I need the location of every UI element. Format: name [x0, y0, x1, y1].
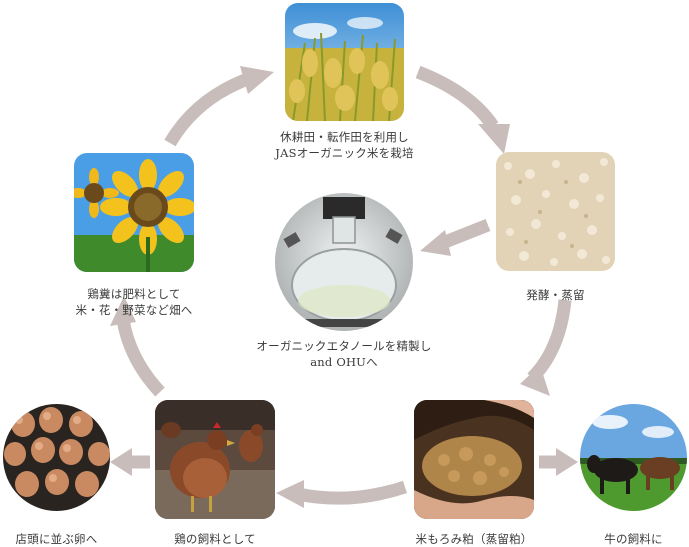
arrow-moromi-to-chicken [296, 480, 408, 505]
chicken-label: 鶏の飼料として [174, 532, 256, 546]
arrowhead-moromi-to-chicken [276, 480, 304, 508]
arrow-chicken-to-sunflower [116, 318, 165, 397]
distillation-flask-photo [275, 193, 413, 331]
arrowhead-ferment-to-moromi [520, 365, 550, 396]
sunflower-photo [74, 153, 194, 272]
eggs-photo [3, 404, 110, 511]
sunflower-label: 鶏糞は肥料として 米・花・野菜など畑へ [75, 287, 193, 317]
chickens-photo [155, 400, 275, 519]
rice-mash-photo [414, 400, 534, 519]
arrow-rice-to-ferment [415, 65, 499, 130]
rice-label: 休耕田・転作田を利用し JASオーガニック米を栽培 [275, 130, 414, 160]
fermented-rice-photo [496, 152, 615, 271]
arrow-ferment-to-distill [437, 218, 491, 251]
cattle-label: 牛の飼料に [604, 532, 663, 546]
arrowhead-sunflower-to-rice [240, 66, 274, 94]
arrow-sunflower-to-rice [164, 73, 248, 147]
arrowhead-chicken-to-sunflower [110, 296, 136, 326]
rice-field-photo [285, 3, 404, 121]
distill-label: オーガニックエタノールを精製し and OHUへ [256, 339, 432, 369]
arrowhead-chicken-to-eggs [110, 448, 132, 476]
cattle-photo [580, 404, 687, 511]
ferment-label: 発酵・蒸留 [526, 288, 585, 302]
arrowhead-rice-to-ferment [478, 124, 510, 154]
arrowhead-ferment-to-distill [420, 230, 451, 256]
arrowhead-moromi-to-cattle [556, 448, 578, 476]
arrow-ferment-to-moromi [527, 299, 572, 383]
eggs-label: 店頭に並ぶ卵へ [15, 532, 98, 546]
moromi-label: 米もろみ粕（蒸留粕） [415, 532, 533, 546]
